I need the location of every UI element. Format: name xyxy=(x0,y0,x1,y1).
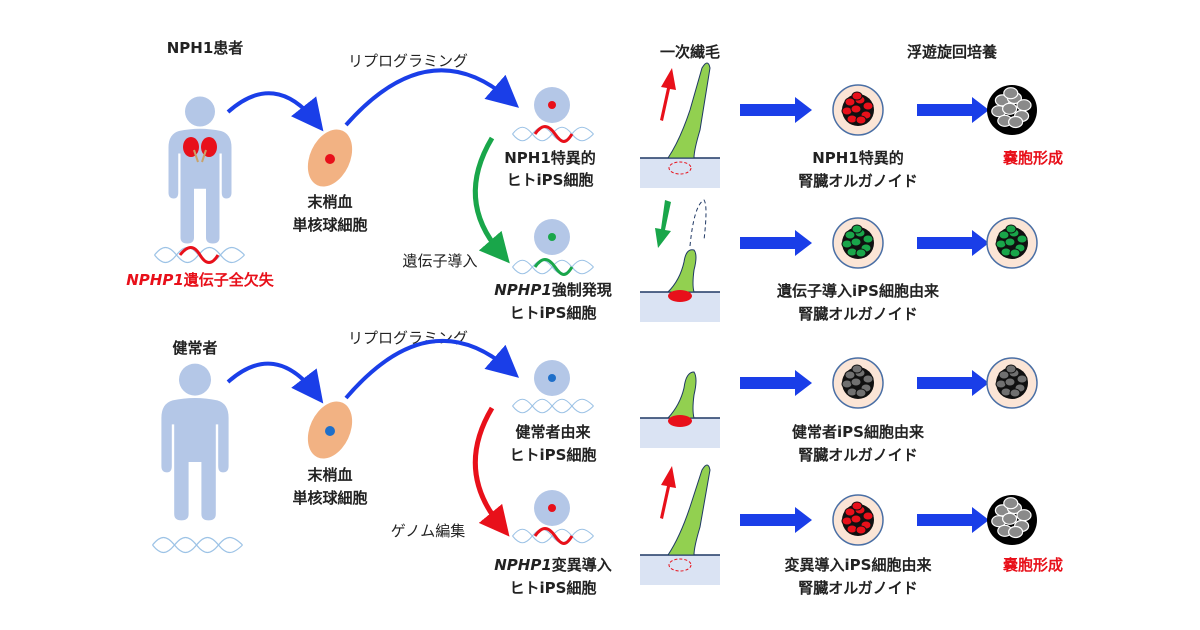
healthy-dna-icon xyxy=(151,536,244,554)
cilia-panel-row2 xyxy=(640,199,720,322)
process-arrow-icon xyxy=(740,97,812,123)
organoid-row2-label-1: 遺伝子導入iPS細胞由来 xyxy=(776,282,940,300)
ips-row1-label-1: NPH1特異的 xyxy=(504,149,596,167)
arrow-to-blood-cell xyxy=(226,91,324,132)
basal-body-missing-icon xyxy=(668,161,692,175)
ips-row4-label-2: ヒトiPS細胞 xyxy=(510,579,597,597)
process-arrow-icon xyxy=(917,230,989,256)
ips-row3-label-1: 健常者由来 xyxy=(515,423,591,441)
healthy-title: 健常者 xyxy=(172,339,217,357)
patient-figure-icon xyxy=(168,96,232,244)
ips-row2-label-2: ヒトiPS細胞 xyxy=(510,304,597,322)
cyst-organoid-icon xyxy=(987,495,1037,545)
blood-cell-label-2: 単核球細胞 xyxy=(292,216,367,234)
cyst-formation-label: 嚢胞形成 xyxy=(1002,556,1063,574)
transgene-marker xyxy=(533,258,574,276)
cilium-icon xyxy=(667,464,711,556)
ips-row3-label-2: ヒトiPS細胞 xyxy=(510,446,597,464)
organoid-icon xyxy=(832,357,884,409)
process-arrow-icon xyxy=(917,370,989,396)
shortening-arrow-icon xyxy=(655,200,671,248)
organoid-row4-label-1: 変異導入iPS細胞由来 xyxy=(785,556,933,574)
blood-cell-label-1: 末梢血 xyxy=(307,466,352,484)
ips-row2-label-1: NPHP1強制発現 xyxy=(494,281,612,299)
patient-gene-label: NPHP1遺伝子全欠失 xyxy=(126,271,275,289)
basal-body-icon xyxy=(668,415,692,427)
cilia-panel-row1 xyxy=(640,62,720,188)
process-arrow-icon xyxy=(917,507,989,533)
organoid-row3-label-2: 腎臓オルガノイド xyxy=(798,446,918,464)
cilium-icon xyxy=(667,62,711,159)
ips-row1-label-2: ヒトiPS細胞 xyxy=(507,171,594,189)
kidney-icon xyxy=(183,137,217,163)
process-arrow-icon xyxy=(917,97,989,123)
deleted-gene-marker xyxy=(178,246,220,264)
blood-cell-label-2: 単核球細胞 xyxy=(292,489,367,507)
reprogramming-label: リプログラミング xyxy=(348,329,468,347)
process-arrow-icon xyxy=(740,230,812,256)
culture-header: 浮遊旋回培養 xyxy=(907,43,998,61)
organoid-icon xyxy=(832,217,884,269)
process-arrow-icon xyxy=(740,370,812,396)
nucleus-icon xyxy=(325,154,335,164)
mutant-gene-marker xyxy=(533,125,574,143)
healthy-figure-icon xyxy=(161,363,229,521)
transduction-arrow xyxy=(472,136,510,264)
cilium-icon xyxy=(666,249,697,293)
cyst-formation-label: 嚢胞形成 xyxy=(1002,149,1063,167)
organoid-icon xyxy=(986,357,1038,409)
basal-body-icon xyxy=(668,290,692,302)
genome-editing-label: ゲノム編集 xyxy=(391,522,466,540)
organoid-row3-label-1: 健常者iPS細胞由来 xyxy=(792,423,925,441)
organoid-icon xyxy=(832,494,884,546)
cilia-panel-row3 xyxy=(640,371,720,448)
nucleus-icon xyxy=(548,233,556,241)
cilium-icon xyxy=(666,371,697,419)
reprogramming-arrow xyxy=(344,68,520,127)
mutant-gene-marker xyxy=(533,527,574,545)
ips-row4-label-1: NPHP1変異導入 xyxy=(494,556,612,574)
cilia-panel-row4 xyxy=(640,464,720,585)
elongation-arrow-icon xyxy=(660,466,676,519)
nucleus-icon xyxy=(548,374,556,382)
nucleus-icon xyxy=(325,426,335,436)
cyst-organoid-icon xyxy=(987,85,1037,135)
blood-cell-label-1: 末梢血 xyxy=(307,193,352,211)
organoid-icon xyxy=(986,217,1038,269)
transduction-label: 遺伝子導入 xyxy=(402,252,477,270)
process-arrow-icon xyxy=(740,507,812,533)
genome-editing-arrow xyxy=(472,406,510,537)
organoid-row2-label-2: 腎臓オルガノイド xyxy=(798,305,918,323)
organoid-row1-label-2: 腎臓オルガノイド xyxy=(798,172,918,190)
nucleus-icon xyxy=(548,101,556,109)
reprogramming-label: リプログラミング xyxy=(348,52,468,70)
nucleus-icon xyxy=(548,504,556,512)
organoid-rows xyxy=(740,84,1038,546)
cilia-header: 一次繊毛 xyxy=(660,43,720,61)
arrow-to-blood-cell xyxy=(226,361,324,404)
patient-title: NPH1患者 xyxy=(167,39,244,57)
elongation-arrow-icon xyxy=(660,68,676,121)
dna-icon xyxy=(511,398,595,414)
organoid-row4-label-2: 腎臓オルガノイド xyxy=(798,579,918,597)
basal-body-missing-icon xyxy=(668,558,692,572)
reprogramming-arrow xyxy=(344,338,520,400)
organoid-row1-label-1: NPH1特異的 xyxy=(812,149,904,167)
organoid-icon xyxy=(832,84,884,136)
